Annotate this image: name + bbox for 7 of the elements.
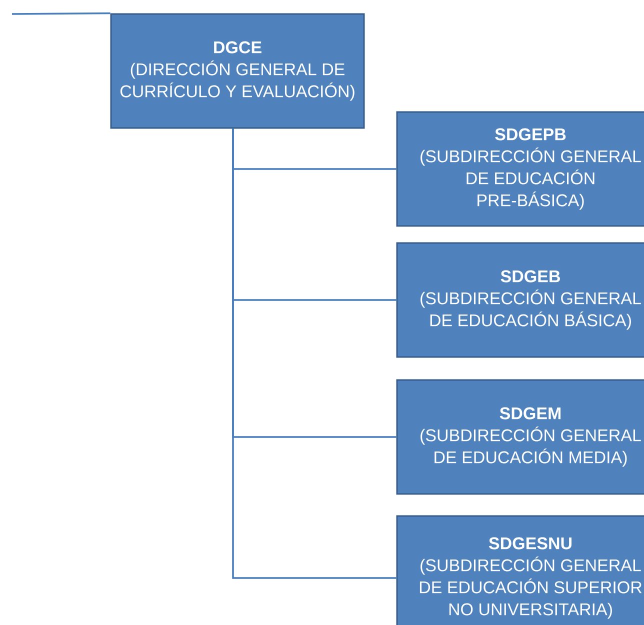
- org-box: SDGEPB (SUBDIRECCIÓN GENERAL DE EDUCACIÓN PRE-BÁSICA): [396, 111, 644, 227]
- org-box: SDGEM (SUBDIRECCIÓN GENERAL DE EDUCACIÓN MEDIA): [396, 379, 644, 495]
- org-box: DGCE (DIRECCIÓN GENERAL DE CURRÍCULO Y EVALUACIÓN): [110, 13, 365, 129]
- connector-line: [12, 12, 110, 15]
- org-box: SDGESNU (SUBDIRECCIÓN GENERAL DE EDUCACIÓN SUPERIOR NO UNIVERSITARIA): [396, 515, 644, 625]
- org-box: SDGEB (SUBDIRECCIÓN GENERAL DE EDUCACIÓN BÁSICA): [396, 242, 644, 358]
- connector-line: [232, 128, 396, 579]
